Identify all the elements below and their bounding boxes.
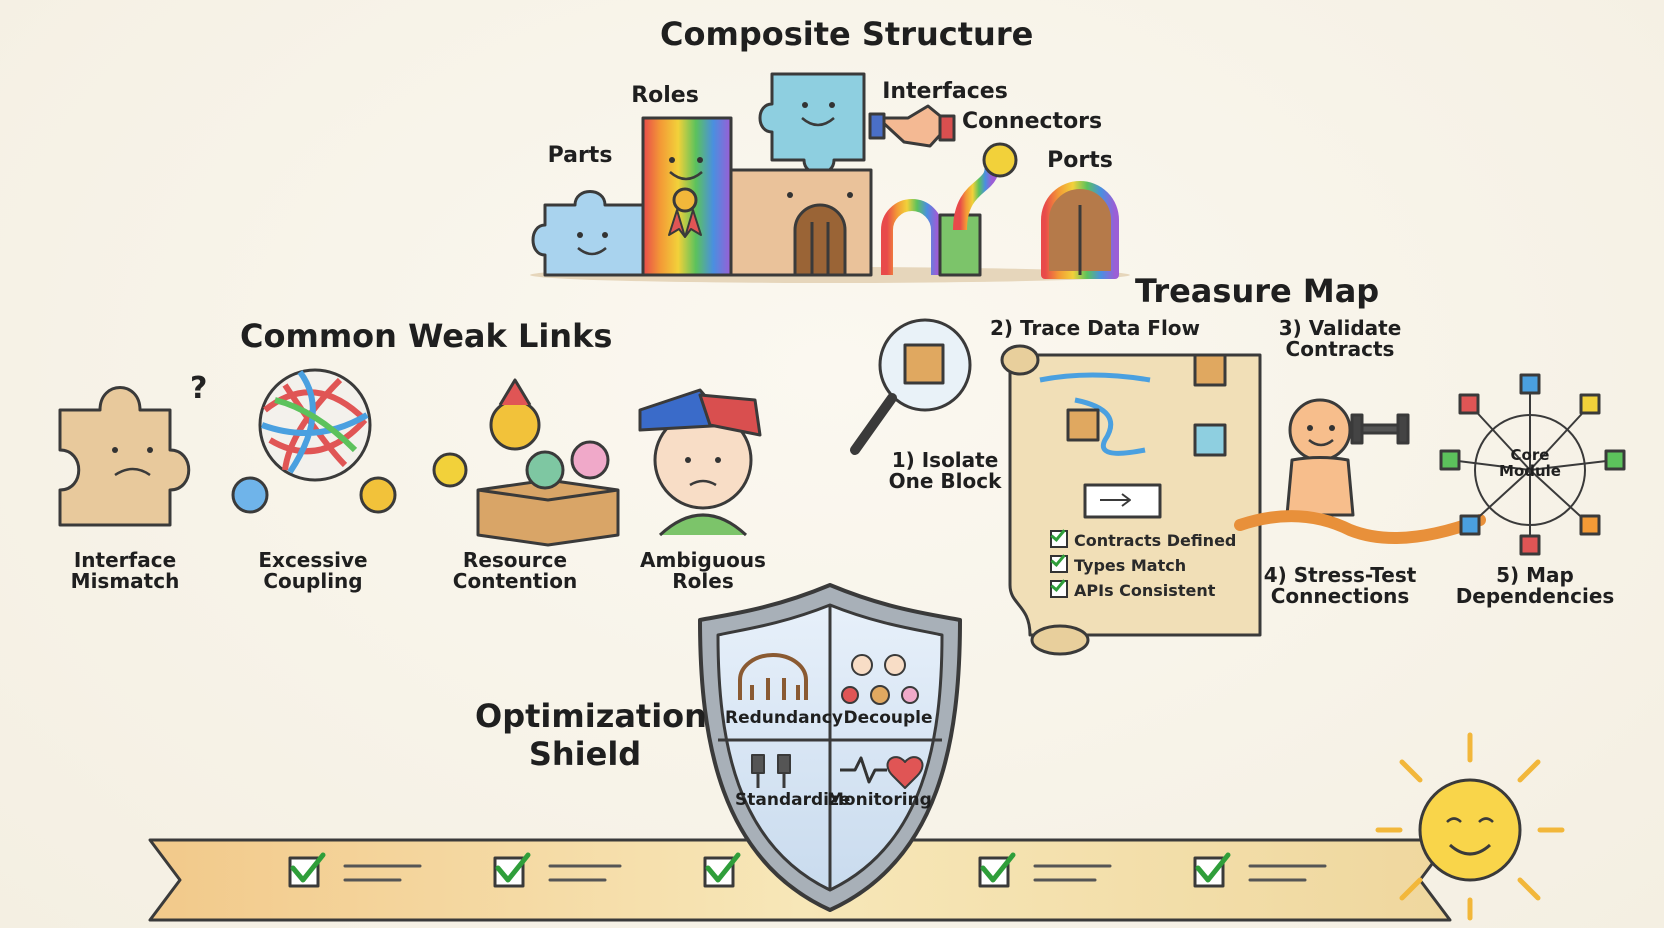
label-roles: Roles [631,83,699,108]
checkbox-checked-icon [1050,555,1068,573]
composite-structure-art [530,72,1130,283]
checklist-item-types-match: Types Match [1050,555,1186,575]
checkbox-checked-icon [1050,580,1068,598]
treasure-map-title: Treasure Map [1135,272,1380,310]
weak-links-art: ? [58,368,762,547]
treasure-map-art [850,318,1626,656]
shield-redundancy: Redundancy [725,708,843,728]
composite-structure-title: Composite Structure [660,15,1034,53]
label-connectors: Connectors [962,109,1103,134]
shield-decouple: Decouple [843,708,933,728]
shield-monitoring: Monitoring [827,790,932,810]
svg-text:?: ? [190,371,207,406]
weak-links-title: Common Weak Links [240,317,613,355]
label-ports: Ports [1047,148,1113,173]
checklist-item-contracts-defined: Contracts Defined [1050,530,1236,550]
label-parts: Parts [547,143,613,168]
optimization-shield-art [698,583,962,912]
step-trace-data-flow: 2) Trace Data Flow [989,316,1201,340]
checklist-item-apis-consistent: APIs Consistent [1050,580,1215,600]
sun-icon [1375,732,1565,921]
shield-standardize: Standardize [735,790,851,810]
label-interfaces: Interfaces [882,79,1008,104]
checkbox-checked-icon [1050,530,1068,548]
